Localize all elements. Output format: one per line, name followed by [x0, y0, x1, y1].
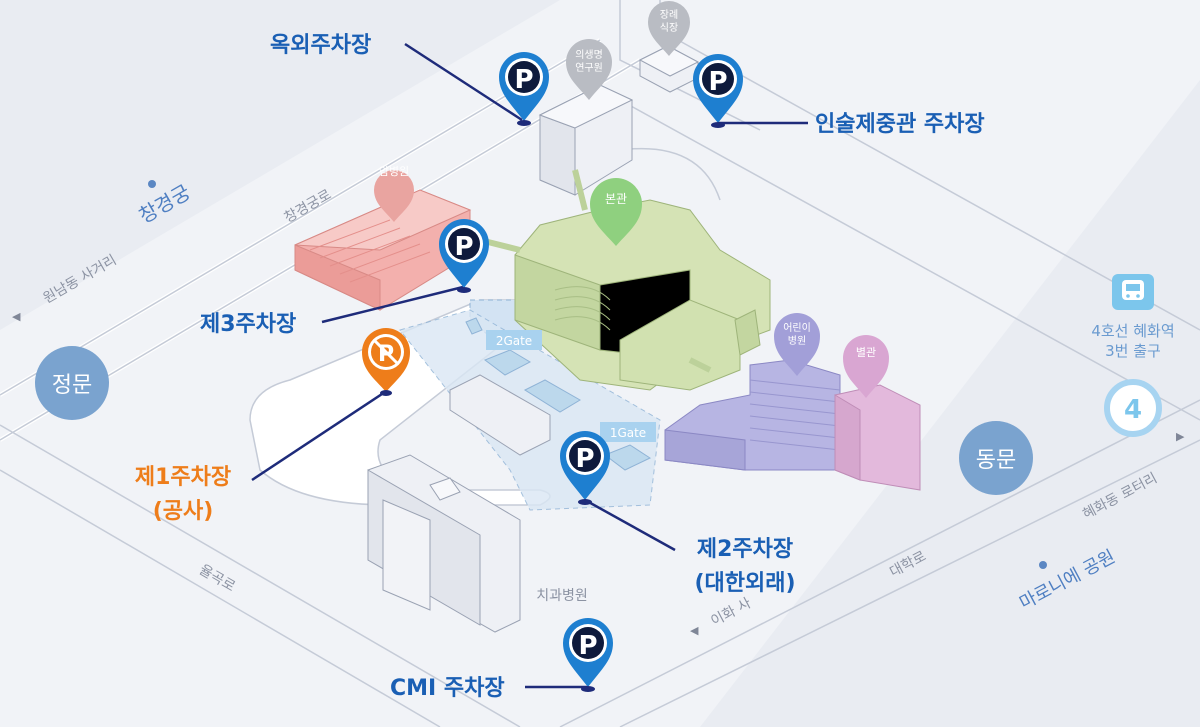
leader-lines [251, 42, 808, 689]
outdoor-parking-pin[interactable]: P [499, 52, 549, 126]
research-institute-building [538, 84, 634, 196]
subway-line-number: 4 [1124, 395, 1142, 425]
campus-small-buildings [449, 317, 652, 471]
cancer-hospital-building [294, 189, 472, 311]
cmi-parking-pin[interactable]: P [563, 618, 613, 692]
changgyeonggung-dot [148, 180, 156, 188]
subway-station-marker[interactable]: 4호선 혜화역 3번 출구 4 [1091, 274, 1175, 437]
parking-icon: P [708, 67, 727, 97]
dental-hospital-building [367, 454, 521, 633]
funeral-parking-pin[interactable]: P [693, 54, 743, 128]
west-arrow-icon: ◀ [12, 310, 21, 323]
subway-exit-label: 3번 출구 [1105, 342, 1161, 360]
main-gate-marker[interactable]: 정문 [35, 346, 109, 420]
east-gate-label: 동문 [976, 448, 1016, 473]
childrens-label-line1: 어린이 [783, 322, 811, 334]
funeral-label-line1: 장례 [660, 9, 678, 21]
lot2-parking-pin[interactable]: P [560, 431, 610, 505]
southwest-arrow-icon: ◀ [690, 624, 699, 637]
lot3-parking-label[interactable]: 제3주차장 [200, 312, 296, 337]
lot2-parking-label[interactable]: 제2주차장 [697, 537, 793, 562]
lot1-status-label: (공사) [153, 499, 214, 524]
funeral-label-line2: 식장 [660, 22, 678, 34]
east-gate-marker[interactable]: 동문 [959, 421, 1033, 495]
parking-icon: P [578, 631, 597, 661]
lot3-parking-pin[interactable]: P [439, 219, 489, 293]
hyehwa-rotary-label: 혜화동 로터리 [1080, 470, 1160, 522]
cancer-hospital-pin: 암병원 [374, 165, 414, 222]
parking-icon: P [454, 232, 473, 262]
parking-icon: P [514, 65, 533, 95]
gate1-label: 1Gate [610, 426, 646, 440]
lot2-location-label: (대한외래) [694, 571, 795, 596]
research-label-line1: 의생명 [575, 49, 603, 61]
annex-pin: 별관 [843, 335, 889, 398]
daehak-ro-label: 대학로 [887, 548, 929, 580]
gate2-label: 2Gate [496, 334, 532, 348]
gate1-tag: 1Gate [600, 422, 656, 442]
lot1-parking-label[interactable]: 제1주차장 [135, 465, 231, 490]
marronnier-dot [1039, 561, 1047, 569]
research-label-line2: 연구원 [575, 62, 603, 74]
lot1-closed-parking-pin[interactable]: P [362, 328, 410, 396]
dental-hospital-label: 치과병원 [536, 588, 588, 604]
northeast-arrow-icon: ▶ [1176, 430, 1185, 443]
funeral-parking-label[interactable]: 인술제중관 주차장 [815, 112, 985, 137]
gate2-tag: 2Gate [486, 330, 542, 350]
main-building-label: 본관 [605, 192, 627, 206]
parking-icon: P [575, 444, 594, 474]
outdoor-parking-label[interactable]: 옥외주차장 [270, 33, 371, 58]
annex-building [834, 384, 921, 491]
cmi-parking-label[interactable]: CMI 주차장 [390, 676, 505, 701]
annex-label: 별관 [856, 346, 876, 359]
funeral-hall-pin: 장례 식장 [648, 1, 690, 56]
childrens-hospital-building [664, 359, 841, 471]
research-institute-pin: 의생명 연구원 [566, 39, 612, 100]
subway-station-label: 4호선 혜화역 [1091, 322, 1174, 340]
childrens-label-line2: 병원 [788, 335, 806, 347]
childrens-hospital-pin: 어린이 병원 [774, 313, 820, 376]
main-gate-label: 정문 [52, 373, 92, 398]
main-building-pin: 본관 [590, 178, 642, 246]
cancer-hospital-label: 암병원 [379, 165, 409, 178]
marronnier-label: 마로니에 공원 [1016, 546, 1119, 614]
